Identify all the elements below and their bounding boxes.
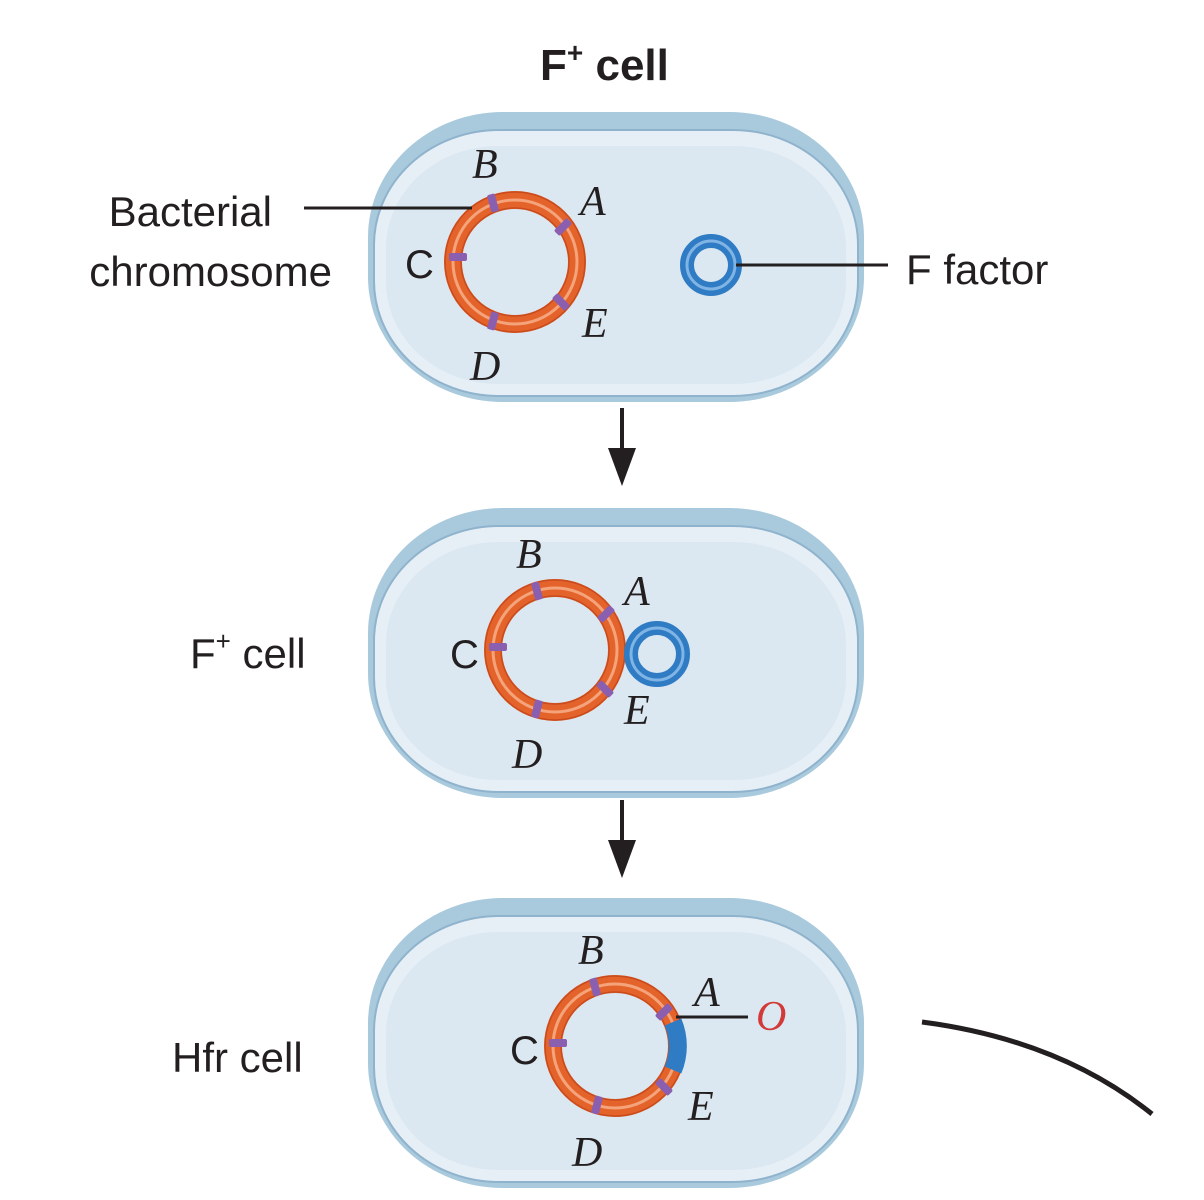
origin-label: O <box>756 994 786 1040</box>
gene-e: E <box>687 1084 714 1130</box>
label-f-factor: F factor <box>906 246 1048 293</box>
cell-body <box>368 112 864 402</box>
gene-c: C <box>405 243 434 287</box>
label-hfr-cell: Hfr cell <box>172 1034 303 1081</box>
f-factor-plasmid <box>680 234 742 296</box>
gene-e: E <box>623 688 650 734</box>
gene-b: B <box>578 928 604 974</box>
arrow-down-1 <box>608 408 636 486</box>
label-bacterial: Bacterial <box>109 188 272 235</box>
panel-f-plus-cell-1: B A C E D Bacterial chromosome F factor <box>89 112 1048 402</box>
gene-d: D <box>511 732 542 778</box>
gene-b: B <box>516 532 542 578</box>
cell-body <box>368 898 864 1188</box>
gene-a: A <box>577 179 606 225</box>
gene-markers <box>489 581 615 719</box>
arrow-down-2 <box>608 800 636 878</box>
gene-d: D <box>469 344 500 390</box>
bacterial-chromosome <box>444 191 586 333</box>
gene-d: D <box>571 1130 602 1176</box>
gene-c: C <box>450 633 479 677</box>
label-f-plus-cell: F+ cell <box>190 626 306 677</box>
f-factor-plasmid <box>624 621 690 687</box>
gene-a: A <box>621 569 650 615</box>
cropped-curve-line <box>921 1019 1154 1116</box>
gene-markers <box>449 193 572 331</box>
diagram-title: F+ cell <box>540 37 669 90</box>
gene-c: C <box>510 1029 539 1073</box>
label-chromosome: chromosome <box>89 248 332 295</box>
gene-b: B <box>472 142 498 188</box>
gene-e: E <box>581 301 608 347</box>
integrated-f-factor <box>664 1018 687 1074</box>
panel-f-plus-cell-2: B A C E D F+ cell <box>190 508 864 798</box>
gene-a: A <box>691 970 720 1016</box>
panel-hfr-cell: B A C E D O Hfr cell <box>172 898 864 1188</box>
gene-markers <box>549 977 673 1115</box>
